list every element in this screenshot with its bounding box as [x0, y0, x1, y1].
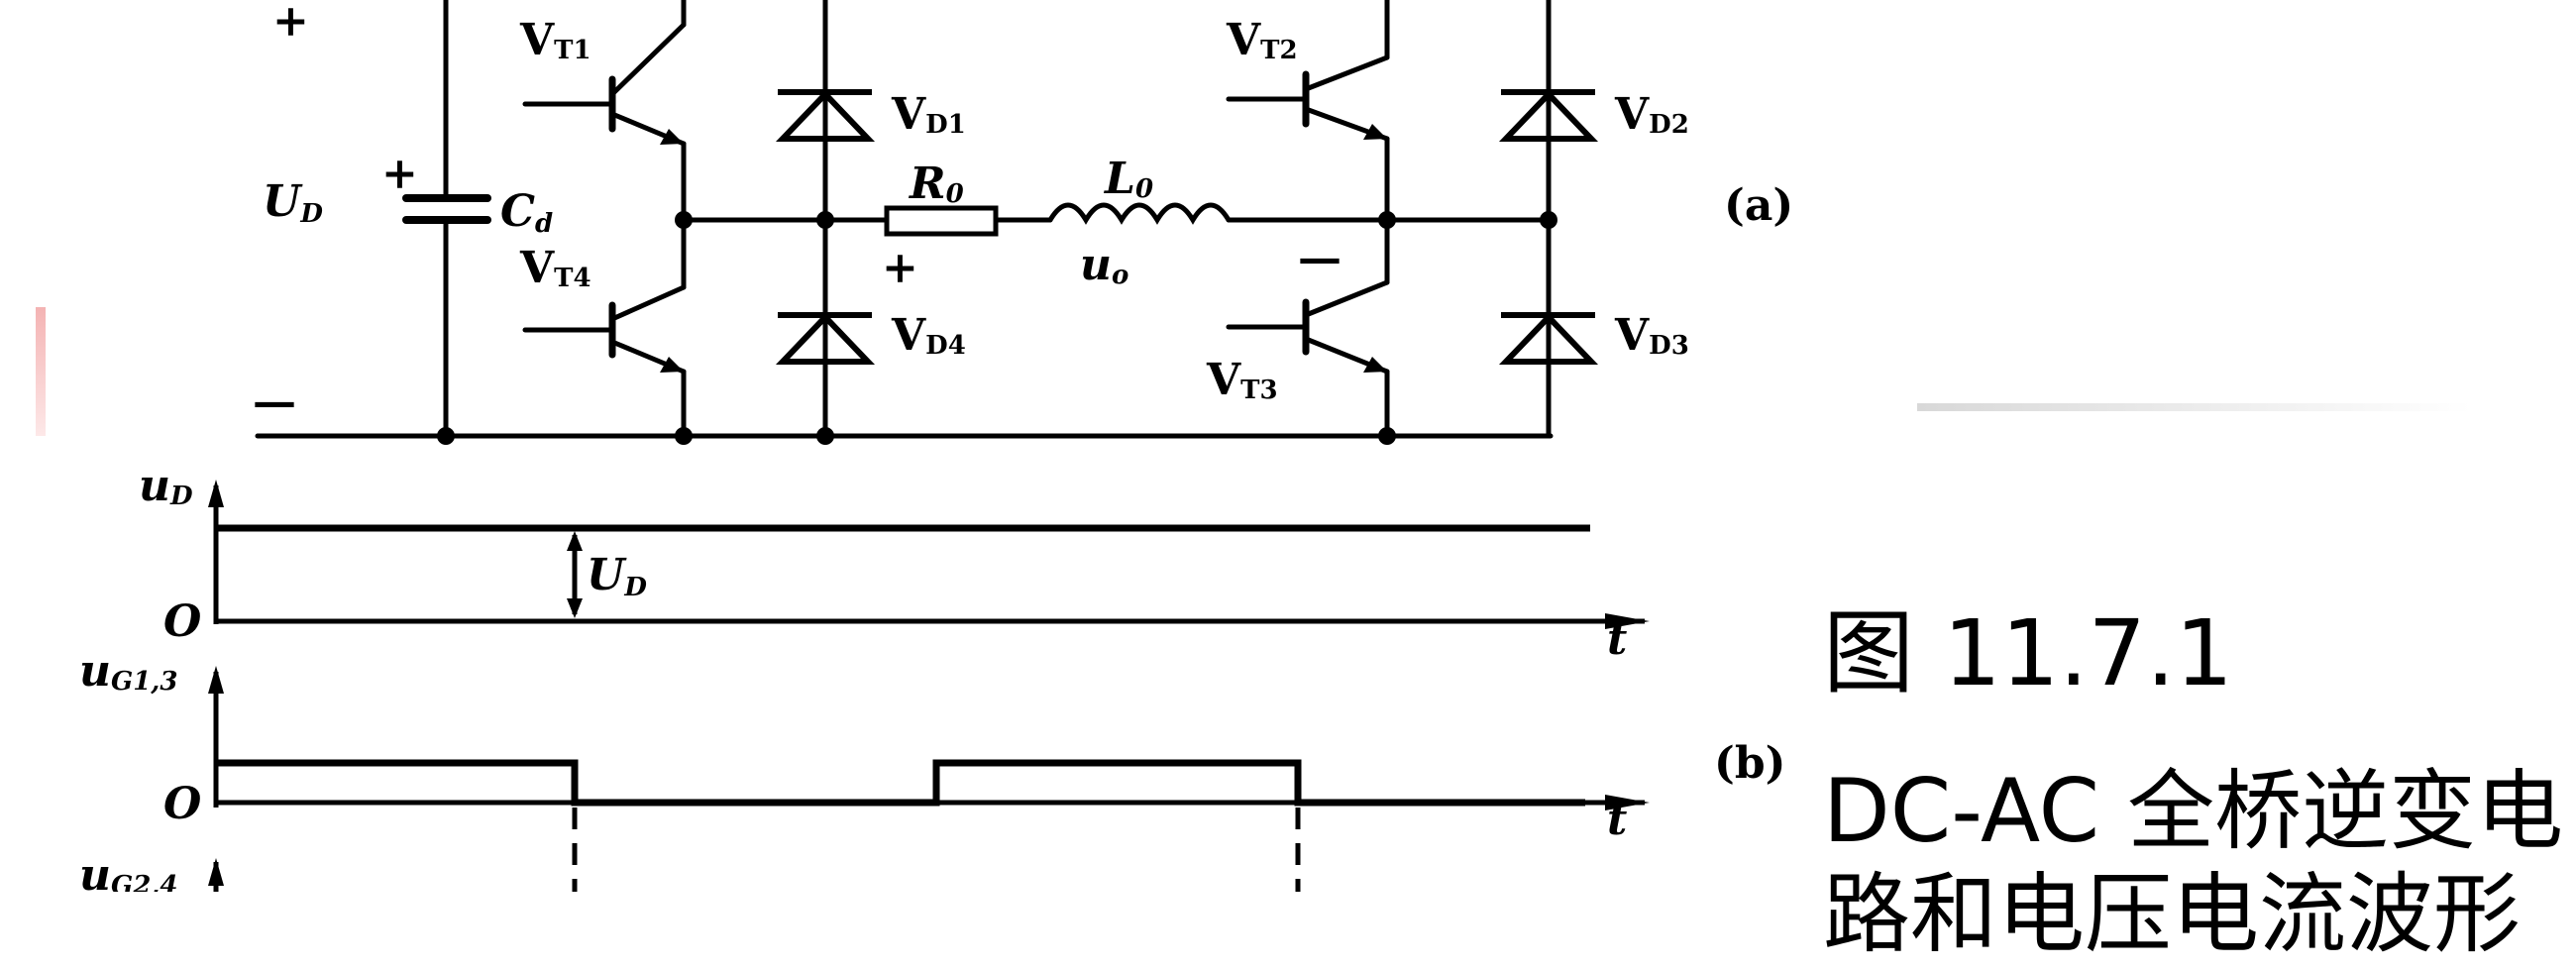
label-uo: uo: [1080, 240, 1128, 290]
label-out-plus: +: [882, 243, 918, 293]
diode-symbols: [775, 89, 1599, 365]
label-vt3: VT3: [1206, 355, 1278, 405]
label-vt4: VT4: [519, 243, 591, 293]
label-origin-1: O: [163, 596, 201, 647]
label-vt2: VT2: [1226, 15, 1298, 65]
transistor-arrows: [660, 124, 1387, 373]
junction-dots: [437, 211, 1557, 445]
label-vd4: VD4: [891, 310, 966, 361]
waveform-arrows: [208, 480, 1650, 886]
figure-canvas: + — UD + Cd VT1 VT4 VT2 VT3 VD1 VD4 VD2 …: [36, 0, 2564, 965]
label-plus-top: +: [272, 0, 309, 47]
figure-number: 图 11.7.1: [1823, 600, 2233, 706]
label-source: UD: [263, 176, 323, 229]
label-t-1: t: [1607, 614, 1627, 665]
label-ug13-axis: uG1,3: [79, 646, 177, 697]
bridge-circuit: [255, 0, 1554, 439]
label-ud-axis: uD: [139, 461, 193, 511]
label-origin-2: O: [163, 779, 201, 829]
label-ud-level: UD: [587, 550, 647, 602]
label-vd2: VD2: [1614, 89, 1689, 140]
figure-caption-line-1: DC-AC 全桥逆变电: [1823, 760, 2564, 862]
circuit-and-waveform-figure: + — UD + Cd VT1 VT4 VT2 VT3 VD1 VD4 VD2 …: [36, 0, 2472, 901]
label-t-2: t: [1607, 795, 1627, 845]
label-r0: R0: [908, 159, 964, 209]
label-tag-a: (a): [1724, 180, 1793, 231]
label-vd1: VD1: [891, 89, 966, 140]
label-out-minus: —: [1298, 233, 1342, 283]
label-l0: L0: [1103, 154, 1153, 204]
label-minus-bottom: —: [253, 377, 296, 427]
label-ug24-axis: uG2,4: [79, 850, 177, 892]
decor-gray-line: [1917, 403, 2472, 411]
label-cap: Cd: [500, 186, 553, 239]
figure-caption-line-2: 路和电压电流波形: [1823, 863, 2522, 965]
label-cap-plus: +: [381, 149, 418, 199]
label-tag-b: (b): [1714, 738, 1785, 789]
waveform-plots: [213, 485, 1645, 892]
decor-red-bar: [36, 307, 46, 436]
label-vd3: VD3: [1614, 310, 1689, 361]
label-vt1: VT1: [519, 15, 591, 65]
